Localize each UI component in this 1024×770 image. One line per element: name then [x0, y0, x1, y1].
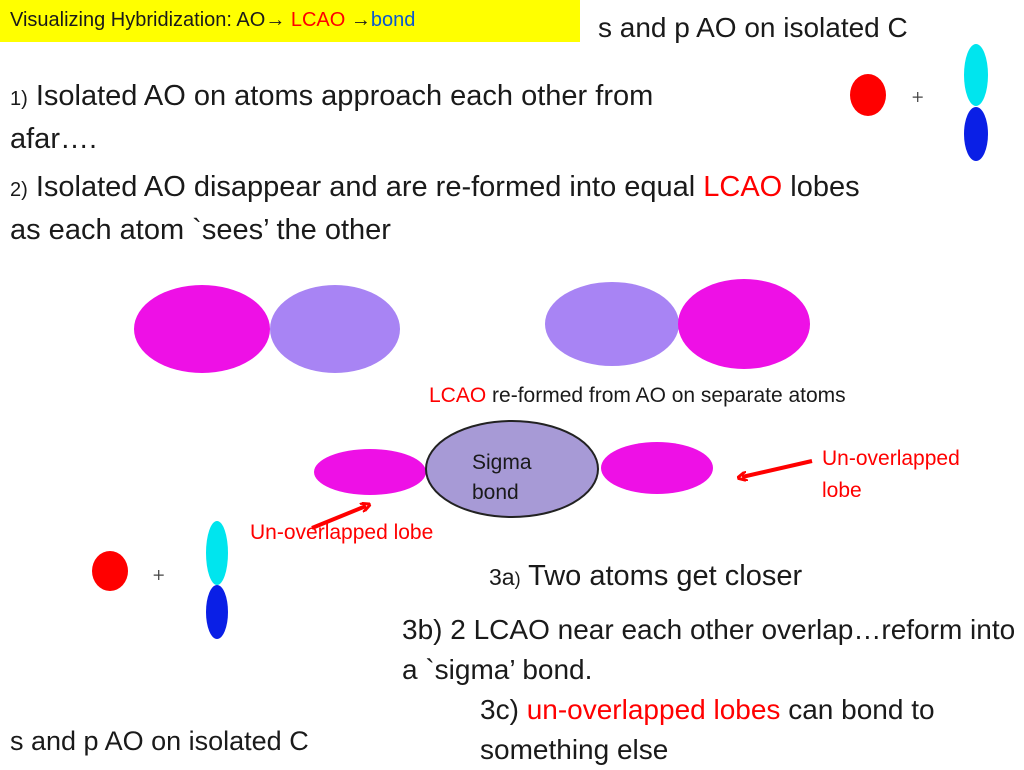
step-3c-text: 3c) un-overlapped lobes can bond to some…	[480, 690, 960, 770]
right-unoverlapped-lobe	[601, 442, 713, 494]
p-orbital-upper-lobe-bottom	[206, 521, 228, 585]
left-unoverlapped-lobe	[314, 449, 426, 495]
right-atom-lavender-lobe	[545, 282, 679, 366]
p-orbital-upper-lobe-top	[964, 44, 988, 106]
unoverlapped-label-left: Un-overlapped lobe	[250, 521, 434, 544]
step-3b-text: 3b) 2 LCAO near each other overlap…refor…	[402, 614, 1016, 685]
top-right-orbitals: +	[850, 44, 988, 161]
p-orbital-lower-lobe-bottom	[206, 585, 228, 639]
plus-sign-bottom: +	[152, 565, 165, 584]
step-3c-prefix: 3c)	[480, 694, 527, 725]
p-orbital-lower-lobe-top	[964, 107, 988, 161]
title-prefix: Visualizing Hybridization: AO	[10, 9, 266, 31]
step-3a-body: Two atoms get closer	[520, 560, 803, 592]
step-2-lcao: LCAO	[703, 171, 783, 203]
step-2-number: 2)	[10, 179, 28, 201]
lcao-caption: LCAO re-formed from AO on separate atoms	[429, 384, 846, 408]
left-atom-magenta-lobe	[134, 285, 270, 373]
step-1-body: Isolated AO on atoms approach each other…	[10, 80, 654, 155]
step-1-text: 1) Isolated AO on atoms approach each ot…	[10, 76, 730, 159]
step-3a-text: 3a) Two atoms get closer	[489, 560, 802, 593]
lcao-caption-highlight: LCAO	[429, 384, 487, 407]
sigma-bond-ellipse	[425, 420, 599, 518]
bottom-left-orbitals: +	[92, 521, 228, 639]
sigma-label-line-1: Sigma	[472, 451, 532, 474]
arrow-to-left-lobe	[311, 506, 366, 530]
step-3a-number: 3a	[489, 564, 515, 590]
step-2-body-a: Isolated AO disappear and are re-formed …	[27, 171, 704, 203]
slide-title-banner: Visualizing Hybridization: AO→ LCAO →bon…	[0, 0, 580, 42]
lcao-lobes-diagram	[134, 279, 810, 373]
step-3c-suffix: can bond to something else	[480, 694, 935, 765]
step-1-number: 1)	[10, 88, 28, 110]
sigma-label-line-2: bond	[472, 481, 519, 504]
arrow-to-right-lobe	[742, 459, 813, 477]
s-orbital-bottom	[92, 551, 128, 591]
top-right-caption: s and p AO on isolated C	[598, 12, 908, 43]
sigma-bond-label: Sigma bond	[472, 448, 532, 508]
title-arrow-1: →	[265, 9, 286, 31]
unoverlapped-right-line-1: Un-overlapped	[822, 447, 960, 470]
title-lcao: LCAO	[285, 9, 351, 31]
right-atom-magenta-lobe	[678, 279, 810, 369]
step-2-text: 2) Isolated AO disappear and are re-form…	[10, 167, 860, 250]
sigma-bond-diagram	[314, 420, 713, 518]
lcao-caption-rest: re-formed from AO on separate atoms	[486, 384, 846, 407]
bottom-left-caption: s and p AO on isolated C	[10, 726, 309, 756]
s-orbital-top	[850, 74, 886, 116]
left-atom-lavender-lobe	[270, 285, 400, 373]
title-arrow-2: →	[350, 9, 371, 31]
title-bond: bond	[370, 9, 416, 31]
unoverlapped-right-line-2: lobe	[822, 479, 862, 502]
unoverlapped-label-right: Un-overlapped lobe	[822, 443, 960, 507]
step-3a-paren: )	[514, 569, 521, 589]
step-2-body-b: lobes as each atom `sees’ the other	[10, 171, 860, 246]
step-3c-highlight: un-overlapped lobes	[526, 694, 781, 725]
plus-sign-top: +	[911, 87, 924, 106]
